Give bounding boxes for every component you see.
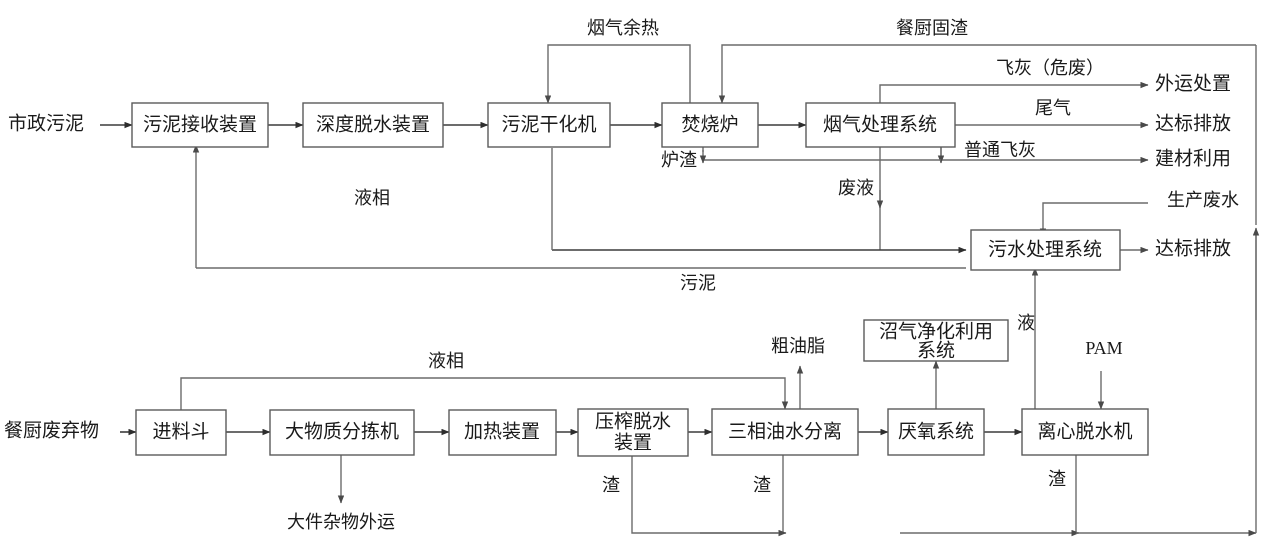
node-bulk-sorter-label: 大物质分拣机: [285, 420, 399, 442]
label-sludge-return: 污泥: [680, 273, 716, 293]
node-biogas-purification-label-2: 系统: [917, 339, 955, 361]
node-feed-hopper[interactable]: 进料斗: [135, 409, 227, 456]
label-liquid-short: 液: [1017, 313, 1035, 333]
output-building-material-label: 建材利用: [1155, 147, 1231, 169]
node-biogas-purification[interactable]: 沼气净化利用 系统: [863, 319, 1009, 362]
node-three-phase-separator[interactable]: 三相油水分离: [711, 408, 859, 456]
label-kitchen-solid-residue: 餐厨固渣: [896, 18, 968, 38]
node-centrifugal-dehydrator-label: 离心脱水机: [1037, 420, 1132, 442]
node-incinerator-label: 焚烧炉: [681, 113, 738, 135]
label-fly-ash-hazardous: 飞灰（危废）: [996, 58, 1104, 78]
label-residue-separator: 渣: [753, 475, 771, 495]
node-press-dewatering-label-2: 装置: [614, 431, 652, 453]
label-bottom-slag: 炉渣: [661, 150, 697, 170]
input-sludge-label: 市政污泥: [8, 112, 84, 134]
node-three-phase-separator-label: 三相油水分离: [728, 420, 842, 442]
node-sludge-receiving-label: 污泥接收装置: [143, 113, 257, 135]
node-flue-gas-treatment-label: 烟气处理系统: [823, 113, 937, 135]
label-waste-liquid: 废液: [838, 178, 874, 198]
label-liquid-phase-top: 液相: [354, 188, 390, 208]
node-heating-unit[interactable]: 加热装置: [448, 409, 557, 456]
edge-liquid-phase-bottom: [180, 377, 789, 410]
node-sludge-receiving[interactable]: 污泥接收装置: [131, 102, 269, 148]
output-offsite-disposal-label: 外运处置: [1155, 72, 1231, 94]
label-crude-grease: 粗油脂: [771, 336, 825, 356]
label-pam: PAM: [1085, 338, 1122, 358]
node-wastewater-treatment[interactable]: 污水处理系统: [970, 229, 1121, 271]
node-wastewater-treatment-label: 污水处理系统: [988, 238, 1102, 260]
output-standard-emission-water-label: 达标排放: [1155, 237, 1231, 259]
node-feed-hopper-label: 进料斗: [152, 420, 209, 442]
node-sludge-dryer-label: 污泥干化机: [501, 113, 596, 135]
label-liquid-phase-bottom: 液相: [428, 351, 464, 371]
label-tail-gas: 尾气: [1035, 98, 1071, 118]
node-flue-gas-treatment[interactable]: 烟气处理系统: [805, 102, 956, 148]
node-bulk-sorter[interactable]: 大物质分拣机: [269, 409, 415, 456]
label-ordinary-fly-ash: 普通飞灰: [964, 140, 1036, 160]
edge-flue-gas-waste-heat: [544, 44, 691, 106]
node-sludge-dryer[interactable]: 污泥干化机: [487, 102, 611, 148]
node-centrifugal-dehydrator[interactable]: 离心脱水机: [1021, 408, 1149, 456]
node-deep-dewatering-label: 深度脱水装置: [316, 113, 430, 135]
label-flue-gas-waste-heat: 烟气余热: [587, 18, 659, 38]
label-residue-press: 渣: [602, 475, 620, 495]
node-anaerobic-system-label: 厌氧系统: [898, 420, 974, 442]
node-heating-unit-label: 加热装置: [464, 420, 540, 442]
input-kitchen-waste-label: 餐厨废弃物: [4, 419, 99, 441]
node-biogas-purification-label-1: 沼气净化利用: [879, 320, 993, 342]
edge-production-wastewater: [1039, 202, 1148, 237]
output-standard-emission-gas-label: 达标排放: [1155, 112, 1231, 134]
node-incinerator[interactable]: 焚烧炉: [661, 102, 759, 148]
node-deep-dewatering[interactable]: 深度脱水装置: [302, 102, 444, 148]
node-anaerobic-system[interactable]: 厌氧系统: [887, 408, 985, 456]
label-residue-centrifuge: 渣: [1048, 469, 1066, 489]
output-bulky-waste-label: 大件杂物外运: [287, 512, 395, 532]
edge-kitchen-solid-residue: [718, 44, 1256, 104]
node-press-dewatering[interactable]: 压榨脱水 装置: [577, 408, 689, 457]
node-press-dewatering-label-1: 压榨脱水: [595, 410, 671, 432]
label-production-wastewater: 生产废水: [1167, 190, 1239, 210]
